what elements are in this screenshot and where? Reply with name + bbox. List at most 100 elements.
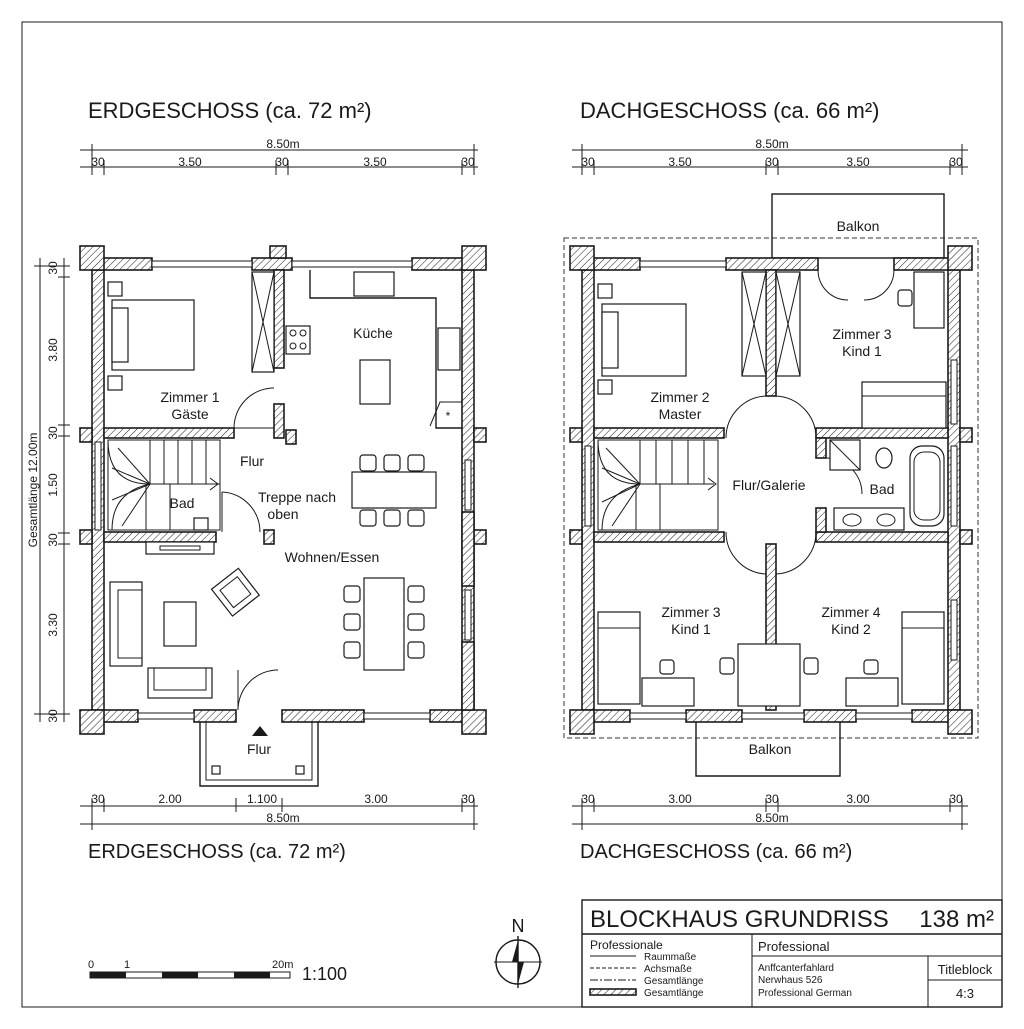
ground-dim-bottom-seg: 30 bbox=[461, 792, 475, 806]
title-block: BLOCKHAUS GRUNDRISS 138 m² Professionale… bbox=[581, 899, 1003, 1008]
balcony bbox=[695, 722, 841, 777]
svg-text:*: * bbox=[446, 409, 451, 423]
room-label: Flur/Galerie bbox=[732, 477, 805, 493]
ground-floor-title-top: ERDGESCHOSS (ca. 72 m²) bbox=[88, 98, 372, 123]
ground-dim-top-seg: 30 bbox=[461, 155, 475, 169]
ground-dim-bottom-seg: 30 bbox=[91, 792, 105, 806]
ground-dim-left-seg: 3.30 bbox=[46, 613, 60, 637]
ground-dim-left-seg: 30 bbox=[46, 533, 60, 547]
ground-dim-bottom-seg: 3.00 bbox=[364, 792, 388, 806]
armchair bbox=[210, 567, 261, 617]
legend-item: Raummaße bbox=[644, 952, 697, 963]
kitchen-island bbox=[359, 359, 391, 405]
roof-outline bbox=[563, 237, 979, 739]
bathtub bbox=[909, 445, 945, 527]
dining-table bbox=[351, 471, 437, 509]
upper-furniture bbox=[597, 271, 947, 707]
room-label: Balkon bbox=[749, 741, 792, 757]
upper-interior-walls bbox=[593, 269, 949, 711]
ground-furniture: * bbox=[107, 270, 462, 699]
balcony bbox=[771, 193, 945, 259]
scale-bar: 0 1 20m 1:100 bbox=[88, 959, 347, 984]
ground-floor-title-bottom: ERDGESCHOSS (ca. 72 m²) bbox=[88, 841, 346, 863]
room-label: Balkon bbox=[837, 218, 880, 234]
address-line: Anffcanterfahlard bbox=[758, 963, 834, 974]
coffee-table bbox=[163, 601, 197, 647]
ground-dim-left-seg: 30 bbox=[46, 709, 60, 723]
ground-dim-bottom-total: 8.50m bbox=[266, 811, 299, 825]
upper-floor-plan: DACHGESCHOSS (ca. 66 m²) 8.50m 30 3.50 3… bbox=[563, 98, 979, 863]
title-block-label: Titleblock bbox=[938, 962, 993, 977]
ground-dim-bottom-seg: 2.00 bbox=[158, 792, 182, 806]
ground-dim-top-seg: 3.50 bbox=[178, 155, 202, 169]
ground-dim-left: Gesamtlänge 12.00m 30 3.80 30 1.50 30 3.… bbox=[26, 258, 70, 723]
ground-dim-top: 8.50m 30 3.50 30 3.50 30 bbox=[80, 137, 478, 175]
ground-dim-left-seg: 3.80 bbox=[46, 338, 60, 362]
ground-exterior-walls bbox=[79, 245, 487, 735]
toilet bbox=[875, 447, 893, 469]
upper-dim-top-seg: 30 bbox=[949, 155, 963, 169]
room-label: Bad bbox=[870, 481, 895, 497]
scale-tick: 20m bbox=[272, 959, 293, 971]
desk bbox=[737, 643, 801, 707]
sheet-border bbox=[21, 21, 1003, 1008]
room-label: Flur bbox=[240, 453, 264, 469]
bed bbox=[901, 611, 945, 705]
dining-table bbox=[363, 577, 405, 671]
room-label: Bad bbox=[170, 495, 195, 511]
upper-dim-top: 8.50m 30 3.50 30 3.50 30 bbox=[572, 137, 968, 175]
ground-dim-bottom: 30 2.00 1.100 3.00 30 8.50m bbox=[80, 792, 478, 830]
sofa bbox=[147, 667, 213, 699]
upper-floor-title-top: DACHGESCHOSS (ca. 66 m²) bbox=[580, 98, 880, 123]
legend-item: Gesamtlänge bbox=[644, 988, 704, 999]
upper-dim-bottom-seg: 3.00 bbox=[668, 792, 692, 806]
legend-item: Achsmaße bbox=[644, 964, 692, 975]
tv-board bbox=[145, 541, 215, 555]
upper-dim-top-seg: 30 bbox=[765, 155, 779, 169]
room-label: Kind 1 bbox=[671, 621, 711, 637]
ground-dim-bottom-seg: 1.100 bbox=[247, 792, 277, 806]
company-name: Professional bbox=[758, 939, 830, 954]
title-block-ratio: 4:3 bbox=[956, 986, 974, 1001]
room-label: Wohnen/Essen bbox=[285, 549, 380, 565]
bed bbox=[597, 611, 641, 705]
staircase bbox=[107, 439, 221, 531]
ground-dim-left-total: Gesamtlänge 12.00m bbox=[26, 433, 40, 548]
title-block-title: BLOCKHAUS GRUNDRISS bbox=[590, 906, 889, 933]
room-label: Kind 2 bbox=[831, 621, 871, 637]
vanity bbox=[833, 507, 905, 531]
upper-dim-top-seg: 3.50 bbox=[668, 155, 692, 169]
scale-tick: 1 bbox=[124, 959, 130, 971]
room-label: oben bbox=[267, 506, 298, 522]
address-line: Professional German bbox=[758, 988, 852, 999]
sink bbox=[353, 271, 395, 297]
title-block-area: 138 m² bbox=[919, 906, 994, 933]
room-label: Küche bbox=[353, 325, 393, 341]
room-label: Master bbox=[659, 406, 702, 422]
room-label: Gäste bbox=[171, 406, 209, 422]
upper-dim-bottom-seg: 3.00 bbox=[846, 792, 870, 806]
room-label: Zimmer 4 bbox=[821, 604, 880, 620]
upper-dim-bottom-seg: 30 bbox=[765, 792, 779, 806]
address-line: Nerwhaus 526 bbox=[758, 975, 823, 986]
upper-dim-bottom-seg: 30 bbox=[581, 792, 595, 806]
room-label: Zimmer 3 bbox=[661, 604, 720, 620]
upper-dim-top-seg: 30 bbox=[581, 155, 595, 169]
legend-item: Gesamtlänge bbox=[644, 976, 704, 987]
staircase bbox=[597, 439, 719, 531]
upper-dim-bottom-total: 8.50m bbox=[755, 811, 788, 825]
upper-dim-bottom: 30 3.00 30 3.00 30 8.50m bbox=[572, 792, 968, 830]
legend-heading: Professionale bbox=[590, 938, 663, 952]
room-label: Kind 1 bbox=[842, 343, 882, 359]
upper-exterior-walls bbox=[569, 245, 973, 735]
ground-dim-top-seg: 30 bbox=[275, 155, 289, 169]
ground-floor-plan: ERDGESCHOSS (ca. 72 m²) 8.50m 30 3.50 30… bbox=[26, 98, 487, 863]
sofa bbox=[109, 581, 143, 667]
ground-interior-walls bbox=[103, 269, 297, 711]
ground-dim-top-total: 8.50m bbox=[266, 137, 299, 151]
upper-dim-top-total: 8.50m bbox=[755, 137, 788, 151]
room-label: Zimmer 2 bbox=[650, 389, 709, 405]
ground-dim-top-seg: 3.50 bbox=[363, 155, 387, 169]
upper-dim-top-seg: 3.50 bbox=[846, 155, 870, 169]
